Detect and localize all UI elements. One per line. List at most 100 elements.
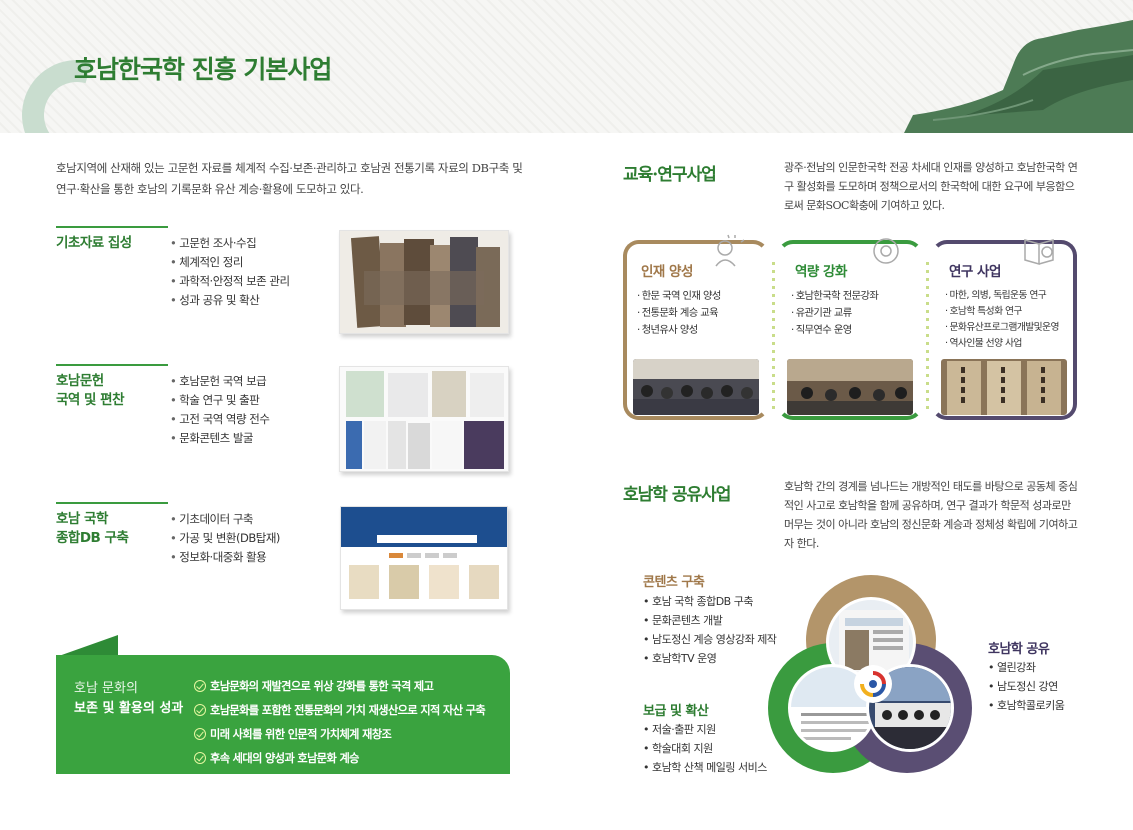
lecture-photo: [787, 359, 913, 415]
list-item: 호남한국학 전문강좌: [791, 288, 879, 305]
intro-paragraph: 호남지역에 산재해 있는 고문헌 자료를 체계적 수집·보존·관리하고 호남권 …: [56, 161, 523, 196]
list-item: 역사인물 선양 사업: [945, 336, 1059, 352]
list-item: 정보화·대중화 활용: [170, 548, 280, 567]
card-list: 호남한국학 전문강좌 유관기관 교류 직무연수 운영: [791, 288, 879, 339]
list-item: 유관기관 교류: [791, 305, 878, 322]
section-rule: [56, 226, 168, 228]
section-translation: 호남문헌 국역 및 편찬 호남문헌 국역 보급 학술 연구 및 출판 고전 국역…: [56, 364, 511, 474]
list-item: 호남학TV 운영: [643, 649, 776, 668]
contents-list: 호남 국학 종합DB 구축 문화콘텐츠 개발 남도정신 계승 영상강좌 제작 호…: [643, 592, 777, 668]
check-circle-icon: [194, 680, 206, 692]
list-item: 직무연수 운영: [791, 322, 878, 339]
achievement-item: 미래 사회를 위한 인문적 가치체계 재창조: [194, 723, 485, 747]
list-item: 호남학 산책 메일링 서비스: [643, 758, 767, 777]
publications-photo: [339, 366, 509, 472]
classroom-photo: [633, 359, 759, 415]
sharing-heading: 호남학 공유사업: [623, 485, 731, 505]
institute-logo: [856, 667, 890, 701]
list-item: 성과 공유 및 확산: [170, 291, 290, 310]
section-title-line: 국역 및 편찬: [56, 392, 125, 408]
list-item: 저술·출판 지원: [643, 720, 767, 739]
achievement-item: 후속 세대의 양성과 호남문화 계승: [194, 747, 485, 771]
list-item: 과학적·안정적 보존 관리: [170, 272, 290, 291]
card-title: 연구 사업: [949, 264, 1001, 280]
achievement-list: 호남문화의 재발견으로 위상 강화를 통한 국격 제고 호남문화를 포함한 전통…: [194, 675, 486, 771]
card-research: 연구 사업 마한, 의병, 독립운동 연구 호남학 특성화 연구 문화유산프로그…: [931, 239, 1077, 420]
list-item: 청년유사 양성: [637, 322, 721, 339]
card-list: 마한, 의병, 독립운동 연구 호남학 특성화 연구 문화유산프로그램개발및운영…: [945, 288, 1060, 352]
section-database: 호남 국학 종합DB 구축 기초데이터 구축 가공 및 변환(DB탑재) 정보화…: [56, 502, 511, 612]
section-title: 기초자료 집성: [56, 234, 132, 253]
card-title: 역량 강화: [795, 264, 847, 280]
dotted-separator: [772, 262, 775, 412]
section-title-line: 기초자료 집성: [56, 235, 132, 251]
achievement-label-line1: 호남 문화의: [74, 681, 138, 696]
list-item: 남도정신 계승 영상강좌 제작: [643, 630, 777, 649]
achievement-item: 호남문화의 재발견으로 위상 강화를 통한 국격 제고: [194, 675, 485, 699]
achievement-tab-decoration: [56, 635, 118, 657]
calligraphy-photo: [941, 359, 1067, 415]
section-rule: [56, 502, 168, 504]
lightbulb-person-icon: [715, 234, 745, 267]
dotted-separator: [926, 262, 929, 412]
list-item: 가공 및 변환(DB탑재): [170, 529, 280, 548]
page-title: 호남한국학 진흥 기본사업: [74, 55, 332, 84]
check-circle-icon: [194, 704, 206, 716]
header-band: 호남한국학 진흥 기본사업: [0, 0, 1133, 133]
card-talent: 인재 양성 한문 국역 인재 양성 전통문화 계승 교육 청년유사 양성: [623, 234, 769, 420]
card-capacity: 역량 강화 호남한국학 전문강좌 유관기관 교류 직무연수 운영: [777, 238, 923, 420]
list-item: 호남학 특성화 연구: [945, 304, 1059, 320]
list-item: 문화콘텐츠 개발: [643, 611, 776, 630]
spread-title: 보급 및 확산: [643, 704, 709, 719]
list-item: 체계적인 정리: [170, 253, 290, 272]
database-website-screenshot: [340, 506, 508, 610]
achievement-label-line2: 보존 및 활용의 성과: [74, 701, 184, 716]
section-list: 고문헌 조사·수집 체계적인 정리 과학적·안정적 보존 관리 성과 공유 및 …: [170, 234, 290, 310]
list-item: 문화콘텐츠 발굴: [170, 429, 269, 448]
palace-roof-illustration: [904, 20, 1133, 133]
section-title-line: 종합DB 구축: [56, 530, 129, 546]
achievement-text: 호남문화를 포함한 전통문화의 가치 재생산으로 지적 자산 구축: [210, 704, 486, 717]
old-books-photo: [339, 230, 509, 334]
achievement-text: 호남문화의 재발견으로 위상 강화를 통한 국격 제고: [210, 680, 434, 693]
gear-head-icon: [873, 238, 899, 264]
achievement-item: 호남문화를 포함한 전통문화의 가치 재생산으로 지적 자산 구축: [194, 699, 486, 723]
list-item: 문화유산프로그램개발및운영: [945, 320, 1060, 336]
list-item: 고전 국역 역량 전수: [170, 410, 270, 429]
list-item: 열린강좌: [988, 658, 1064, 677]
section-list: 기초데이터 구축 가공 및 변환(DB탑재) 정보화·대중화 활용: [170, 510, 280, 567]
section-title-line: 호남문헌: [56, 373, 104, 389]
section-title: 호남 국학 종합DB 구축: [56, 510, 129, 548]
sharing-description: 호남학 간의 경계를 넘나드는 개방적인 태도를 바탕으로 공동체 중심적인 사…: [784, 480, 1078, 550]
card-list: 한문 국역 인재 양성 전통문화 계승 교육 청년유사 양성: [637, 288, 722, 339]
list-item: 고문헌 조사·수집: [170, 234, 290, 253]
list-item: 한문 국역 인재 양성: [637, 288, 722, 305]
list-item: 호남 국학 종합DB 구축: [643, 592, 776, 611]
list-item: 전통문화 계승 교육: [637, 305, 721, 322]
share-list: 열린강좌 남도정신 강연 호남학콜로키움: [988, 658, 1065, 715]
check-circle-icon: [194, 752, 206, 764]
list-item: 학술 연구 및 출판: [170, 391, 269, 410]
check-circle-icon: [194, 728, 206, 740]
list-item: 기초데이터 구축: [170, 510, 280, 529]
list-item: 학술대회 지원: [643, 739, 767, 758]
list-item: 호남문헌 국역 보급: [170, 372, 269, 391]
section-title-line: 호남 국학: [56, 511, 108, 527]
spread-list: 저술·출판 지원 학술대회 지원 호남학 산책 메일링 서비스: [643, 720, 767, 777]
card-title: 인재 양성: [641, 264, 693, 280]
book-search-icon: [1024, 239, 1054, 265]
list-item: 호남학콜로키움: [988, 696, 1065, 715]
achievement-text: 후속 세대의 양성과 호남문화 계승: [210, 752, 359, 765]
publication-cover-photo: [788, 664, 876, 752]
contents-title: 콘텐츠 구축: [643, 575, 705, 590]
section-list: 호남문헌 국역 보급 학술 연구 및 출판 고전 국역 역량 전수 문화콘텐츠 …: [170, 372, 270, 448]
section-basic-materials: 기초자료 집성 고문헌 조사·수집 체계적인 정리 과학적·안정적 보존 관리 …: [56, 226, 511, 336]
section-rule: [56, 364, 168, 366]
section-title: 호남문헌 국역 및 편찬: [56, 372, 125, 410]
achievement-box: 호남 문화의 보존 및 활용의 성과 호남문화의 재발견으로 위상 강화를 통한…: [56, 655, 510, 774]
education-heading: 교육·연구사업: [623, 165, 717, 185]
achievement-text: 미래 사회를 위한 인문적 가치체계 재창조: [210, 728, 392, 741]
share-title: 호남학 공유: [988, 642, 1050, 657]
list-item: 마한, 의병, 독립운동 연구: [945, 288, 1059, 304]
list-item: 남도정신 강연: [988, 677, 1064, 696]
